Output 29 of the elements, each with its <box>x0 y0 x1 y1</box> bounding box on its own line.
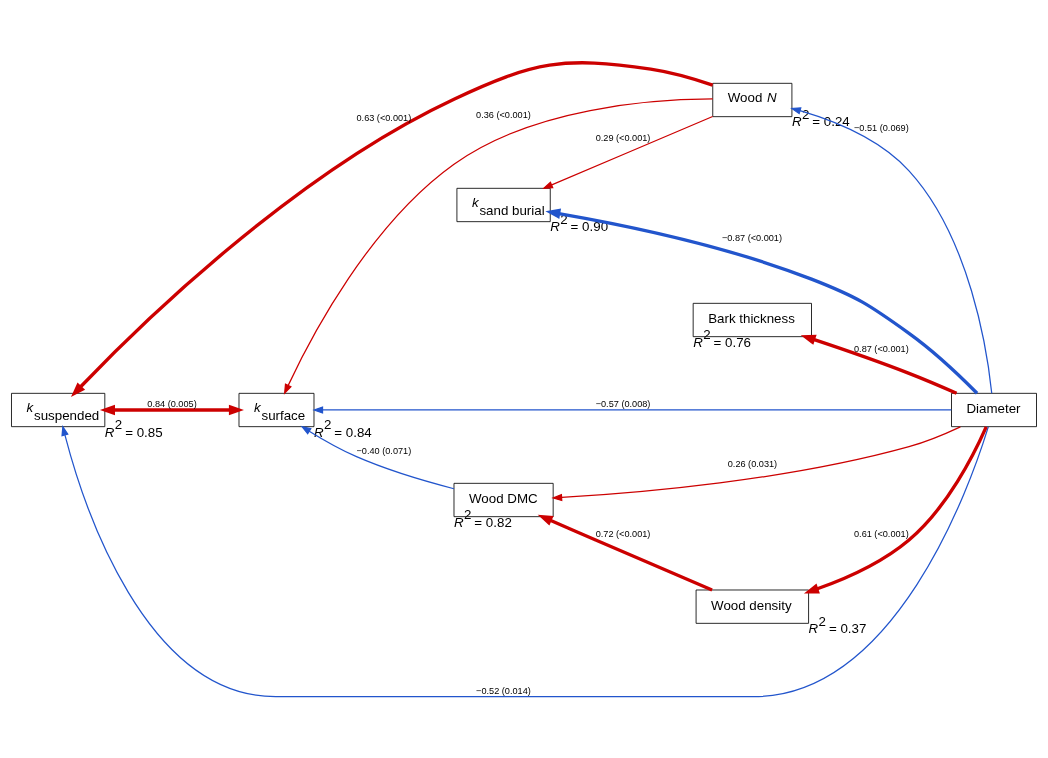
edge-label: −0.52 (0.014) <box>476 685 531 696</box>
arrow <box>542 115 714 189</box>
arrow <box>537 514 713 591</box>
node-box: Wood N <box>712 82 793 117</box>
arrow <box>99 404 244 415</box>
arrow <box>300 425 455 489</box>
arrow <box>804 425 988 594</box>
edge-label: 0.36 (<0.001) <box>476 109 531 120</box>
arrow <box>283 97 714 395</box>
edge-label: 0.63 (<0.001) <box>356 112 412 123</box>
arrow <box>70 60 714 397</box>
node-box: Diameter <box>951 392 1037 427</box>
edge-label: −0.40 (0.071) <box>356 445 412 456</box>
edge-label: 0.87 (<0.001) <box>854 343 909 354</box>
arrow <box>312 405 952 414</box>
edge-label: −0.51 (0.069) <box>854 122 909 133</box>
edge-label: 0.29 (<0.001) <box>595 132 651 143</box>
edge-label: 0.72 (<0.001) <box>595 528 651 539</box>
arrow <box>790 106 993 394</box>
edge-label: 0.26 (0.031) <box>727 458 778 469</box>
edge-label: 0.61 (<0.001) <box>854 528 909 539</box>
edge-label: −0.87 (<0.001) <box>721 232 782 243</box>
arrow <box>800 334 958 395</box>
arrow <box>551 425 961 501</box>
edge-label: −0.57 (0.008) <box>595 398 651 409</box>
arrow <box>61 424 989 697</box>
node-box: Wood density <box>695 589 809 624</box>
edge-label: 0.84 (0.005) <box>147 398 197 409</box>
arrow <box>545 208 979 394</box>
